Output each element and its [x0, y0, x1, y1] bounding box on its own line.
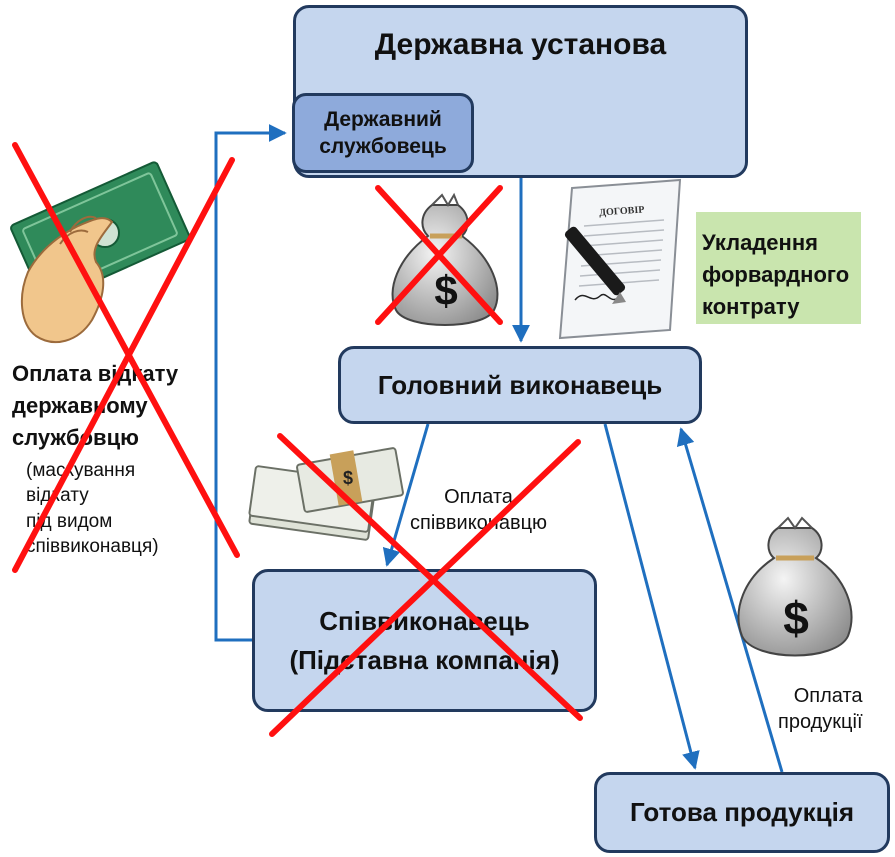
kickback-arrow — [214, 124, 287, 642]
finished-products-box: Готова продукція — [594, 772, 890, 853]
government-agency-label: Державна установа — [374, 28, 667, 61]
product-payment-label: Оплата продукції — [778, 685, 863, 733]
forward-contract-callout: Укладення форвардного контрату — [696, 212, 861, 324]
money-bag-icon: $ — [737, 516, 853, 657]
contract-with-pen-icon: ДОГОВІР — [558, 178, 682, 340]
kickback-title: Оплата відкату державному службовцю — [12, 361, 179, 450]
kickback-note: (маскування відкату під видом співвикона… — [26, 460, 159, 557]
main-contractor-label: Головний виконавець — [377, 369, 663, 400]
subcontractor-label: Співвиконавець (Підставна компанія) — [289, 605, 560, 675]
finished-products-label: Готова продукція — [629, 797, 855, 827]
cash-stacks-icon: $ — [248, 447, 404, 541]
money-bag-icon: $ — [391, 192, 499, 326]
civil-servant-label: Державний службовець — [319, 107, 447, 158]
civil-servant-box: Державний службовець — [292, 93, 474, 173]
svg-text:$: $ — [343, 468, 353, 488]
subcontractor-payment-label: Оплата співвиконавцю — [410, 486, 548, 534]
subcontractor-box: Співвиконавець (Підставна компанія) — [252, 569, 597, 712]
main-contractor-box: Головний виконавець — [338, 346, 702, 424]
main-to-products-arrow — [603, 423, 700, 770]
products-to-main-arrow — [676, 427, 784, 773]
svg-text:$: $ — [434, 267, 457, 314]
svg-text:$: $ — [783, 592, 809, 644]
svg-text:ДОГОВІР: ДОГОВІР — [599, 204, 645, 218]
hand-with-cash-icon — [10, 161, 191, 344]
